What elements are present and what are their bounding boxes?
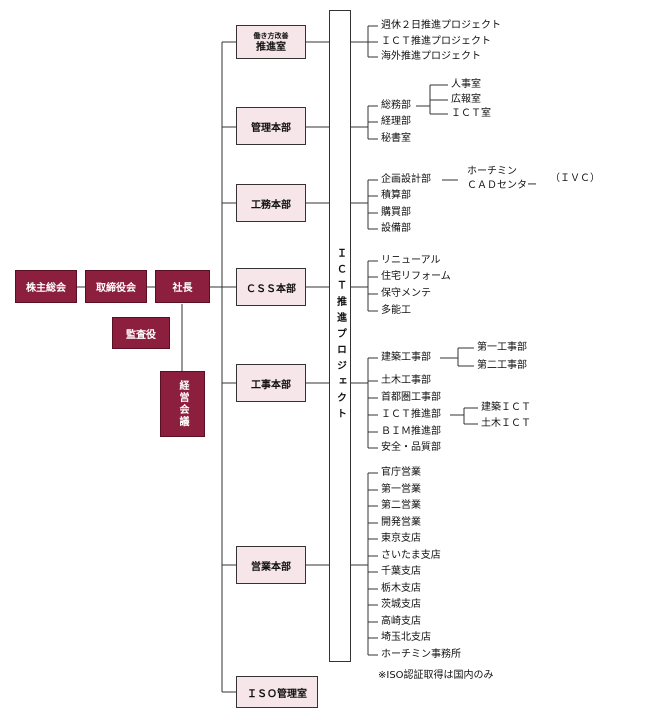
engineering-division-label: 工務本部 xyxy=(251,199,291,211)
workstyle-office-box: 働き方改善 推進室 xyxy=(236,25,306,59)
iso-office-box: ＩＳＯ管理室 xyxy=(236,676,318,708)
president-label: 社長 xyxy=(172,283,193,294)
workstyle-office-label-bottom: 推進室 xyxy=(256,42,286,53)
general-affairs-sub-item: 広報室 xyxy=(451,94,481,105)
auditor-label: 監査役 xyxy=(126,329,156,341)
css-division-label: ＣＳＳ本部 xyxy=(246,283,296,295)
engineering-item: 企画設計部 xyxy=(381,174,431,185)
general-affairs-sub-item: 人事室 xyxy=(451,79,481,90)
admin-division-label: 管理本部 xyxy=(251,122,291,134)
sales-item: ホーチミン事務所 xyxy=(381,649,461,660)
sales-item: 千葉支店 xyxy=(381,566,421,577)
board-of-directors-box: 取締役会 xyxy=(85,270,147,303)
sales-item: 茨城支店 xyxy=(381,599,421,610)
auditor-box: 監査役 xyxy=(112,317,170,349)
sales-division-box: 営業本部 xyxy=(236,546,306,584)
sales-item: 官庁営業 xyxy=(381,467,421,478)
css-item: リニューアル xyxy=(381,255,441,266)
sales-item: 栃木支店 xyxy=(381,583,421,594)
shareholders-meeting-label: 株主総会 xyxy=(26,283,66,294)
sales-item: さいたま支店 xyxy=(381,550,441,561)
workstyle-item: ＩＣＴ推進プロジェクト xyxy=(381,36,491,47)
sales-item: 第二営業 xyxy=(381,500,421,511)
css-item: 住宅リフォーム xyxy=(381,271,451,282)
sales-item: 高崎支店 xyxy=(381,616,421,627)
ict-project-label: ＩＣＴ推進プロジェクト xyxy=(334,248,346,424)
admin-item: 総務部 xyxy=(381,100,411,111)
admin-item: 経理部 xyxy=(381,116,411,127)
engineering-item: 設備部 xyxy=(381,223,411,234)
construction-item: ＩＣＴ推進部 xyxy=(381,409,441,420)
sales-item: 第一営業 xyxy=(381,484,421,495)
sales-item: 埼玉北支店 xyxy=(381,632,431,643)
admin-item: 秘書室 xyxy=(381,133,411,144)
construction-item: 首都圏工事部 xyxy=(381,392,441,403)
admin-division-box: 管理本部 xyxy=(236,107,306,145)
engineering-item: 積算部 xyxy=(381,190,411,201)
planning-sub-line1: ホーチミン xyxy=(467,166,517,177)
css-division-box: ＣＳＳ本部 xyxy=(236,268,306,306)
ict-sub-item: 建築ＩＣＴ xyxy=(481,402,531,413)
css-item: 多能工 xyxy=(381,305,411,316)
construction-division-label: 工事本部 xyxy=(251,379,291,391)
sales-item: 東京支店 xyxy=(381,533,421,544)
workstyle-office-label-top: 働き方改善 xyxy=(253,32,289,40)
iso-office-label: ＩＳＯ管理室 xyxy=(247,688,307,700)
sales-division-label: 営業本部 xyxy=(251,561,291,573)
construction-item: 建築工事部 xyxy=(381,352,431,363)
building-sub-item: 第二工事部 xyxy=(477,360,527,371)
engineering-division-box: 工務本部 xyxy=(236,184,306,222)
construction-item: 土木工事部 xyxy=(381,375,431,386)
construction-item: 安全・品質部 xyxy=(381,442,441,453)
planning-sub-suffix: （ＩＶＣ） xyxy=(550,173,600,184)
management-meeting-label: 経営会議 xyxy=(177,380,188,428)
construction-item: ＢＩＭ推進部 xyxy=(381,426,441,437)
footnote: ※ISO認証取得は国内のみ xyxy=(378,670,494,681)
construction-division-box: 工事本部 xyxy=(236,364,306,402)
sales-item: 開発営業 xyxy=(381,517,421,528)
ict-project-bar: ＩＣＴ推進プロジェクト xyxy=(329,10,351,662)
engineering-item: 購買部 xyxy=(381,207,411,218)
workstyle-item: 週休２日推進プロジェクト xyxy=(381,20,501,31)
css-item: 保守メンテ xyxy=(381,288,431,299)
president-box: 社長 xyxy=(155,270,210,303)
board-of-directors-label: 取締役会 xyxy=(96,283,136,294)
shareholders-meeting-box: 株主総会 xyxy=(15,270,77,303)
planning-sub-line2: ＣＡＤセンター xyxy=(467,180,537,191)
workstyle-item: 海外推進プロジェクト xyxy=(381,51,481,62)
building-sub-item: 第一工事部 xyxy=(477,342,527,353)
ict-sub-item: 土木ＩＣＴ xyxy=(481,418,531,429)
management-meeting-box: 経営会議 xyxy=(160,371,205,437)
general-affairs-sub-item: ＩＣＴ室 xyxy=(451,108,491,119)
